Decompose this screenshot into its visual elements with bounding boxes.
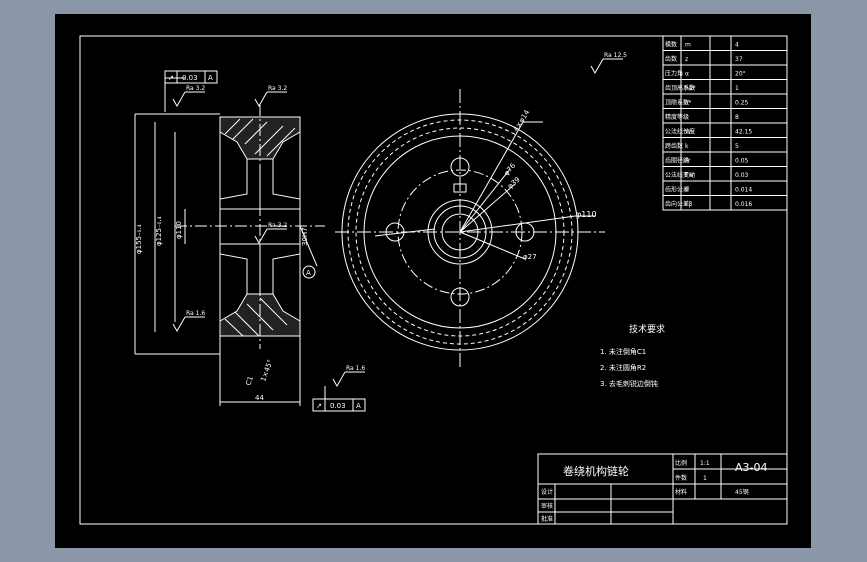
param-value: 0.05 — [735, 158, 749, 165]
ra-left-bottom: Ra 1.6 — [186, 310, 205, 317]
param-value: 0.016 — [735, 201, 752, 208]
param-value: 1 — [735, 85, 739, 92]
tol-top-datum: A — [208, 74, 213, 82]
dim-d39: φ39 — [506, 176, 522, 191]
tolerance-frame-top — [164, 70, 218, 84]
param-label: 齿向公差 — [665, 200, 689, 208]
param-symbol: m — [685, 42, 691, 49]
param-symbol: Fw — [685, 172, 693, 179]
param-value: 42.15 — [735, 129, 752, 136]
param-value: 8 — [735, 114, 739, 121]
dim-d110: φ110 — [175, 221, 183, 239]
dim-bore: 30H7 — [301, 227, 309, 246]
dim-width: 44 — [255, 394, 264, 402]
param-value: 5 — [735, 143, 739, 150]
material-value: 45钢 — [735, 488, 749, 496]
param-label: 模数 — [665, 41, 677, 49]
tech-note-1: 1. 未注倒角C1 — [600, 347, 646, 356]
param-value: 20° — [735, 71, 746, 78]
tol-bottom-datum: A — [356, 402, 361, 410]
designer-label: 设计 — [541, 488, 553, 496]
param-value: 0.014 — [735, 187, 752, 194]
tol-bottom-symbol: ↗ — [316, 402, 322, 410]
param-symbol: ha* — [685, 85, 695, 92]
checker-label: 审核 — [541, 502, 553, 510]
param-symbol: z — [685, 56, 688, 63]
param-symbol: Fr — [685, 158, 691, 165]
scale-value: 1:1 — [700, 460, 710, 467]
dim-d125: φ125₋₀.₄ — [155, 216, 163, 246]
tech-note-3: 3. 去毛刺锐边倒钝 — [600, 379, 658, 388]
tol-top-symbol: ↗ — [168, 74, 174, 82]
param-label: 公法线变动 — [665, 171, 695, 179]
param-symbol: W — [685, 129, 691, 136]
ra-bottom-right: Ra 1.6 — [346, 365, 365, 372]
tolerance-frame-bottom — [312, 398, 366, 412]
param-symbol: α — [685, 71, 689, 78]
section-view — [134, 77, 326, 406]
material-label: 材料 — [675, 488, 687, 496]
param-value: 0.03 — [735, 172, 749, 179]
tol-top-value: 0.03 — [182, 74, 198, 82]
ra-left-top-a: Ra 3.2 — [186, 85, 205, 92]
front-view — [335, 89, 605, 369]
tol-bottom-value: 0.03 — [330, 402, 346, 410]
param-label: 齿形公差 — [665, 186, 689, 194]
param-symbol: ff — [685, 187, 690, 194]
param-label: 齿圈径跳 — [665, 157, 689, 165]
param-symbol: k — [685, 143, 689, 150]
param-value: 0.25 — [735, 100, 749, 107]
param-label: 压力角 — [665, 70, 683, 78]
dim-d27: φ27 — [523, 253, 537, 261]
param-label: 齿顶高系数 — [665, 84, 695, 92]
qty-label: 件数 — [675, 474, 687, 482]
param-label: 顶隙系数 — [665, 99, 689, 107]
approver-label: 批准 — [541, 515, 553, 523]
param-label: 精度等级 — [665, 113, 689, 121]
param-label: 齿数 — [665, 55, 677, 63]
param-symbol: c* — [685, 100, 691, 107]
dim-chamfer2: 1×45° — [259, 359, 274, 383]
drawing-canvas[interactable]: φ155₋₀.₄ φ125₋₀.₄ φ110 30H7 A C1 1×45° 4… — [55, 14, 811, 548]
scale-label: 比例 — [675, 459, 687, 467]
part-name: 卷绕机构链轮 — [563, 464, 629, 478]
param-label: 公法线长度 — [665, 128, 695, 136]
dim-d155: φ155₋₀.₄ — [135, 224, 143, 254]
ra-bore: Ra 3.2 — [268, 222, 287, 229]
tech-note-2: 2. 未注圆角R2 — [600, 363, 646, 372]
dim-d110-front: φ110 — [576, 210, 597, 219]
dim-d76: φ76 — [502, 161, 517, 177]
ra-left-top-b: Ra 3.2 — [268, 85, 287, 92]
tech-notes-title: 技术要求 — [629, 323, 665, 335]
dim-bolt-holes: 4×φ14 — [512, 108, 532, 133]
ra-general: Ra 12.5 — [604, 52, 627, 59]
datum-a-circle-label: A — [306, 269, 311, 277]
param-label: 跨齿数 — [665, 142, 683, 150]
drawing-number: A3-04 — [735, 461, 768, 474]
param-value: 37 — [735, 56, 743, 63]
param-value: 4 — [735, 42, 739, 49]
qty-value: 1 — [703, 475, 707, 482]
roughness-symbols — [172, 58, 623, 388]
param-symbol: Fβ — [685, 201, 692, 208]
title-block — [537, 453, 788, 525]
drawing-svg: φ155₋₀.₄ φ125₋₀.₄ φ110 30H7 A C1 1×45° 4… — [79, 35, 788, 525]
drawing-border — [79, 35, 788, 525]
hatch-top — [219, 116, 301, 160]
dim-chamfer1: C1 — [244, 375, 255, 387]
